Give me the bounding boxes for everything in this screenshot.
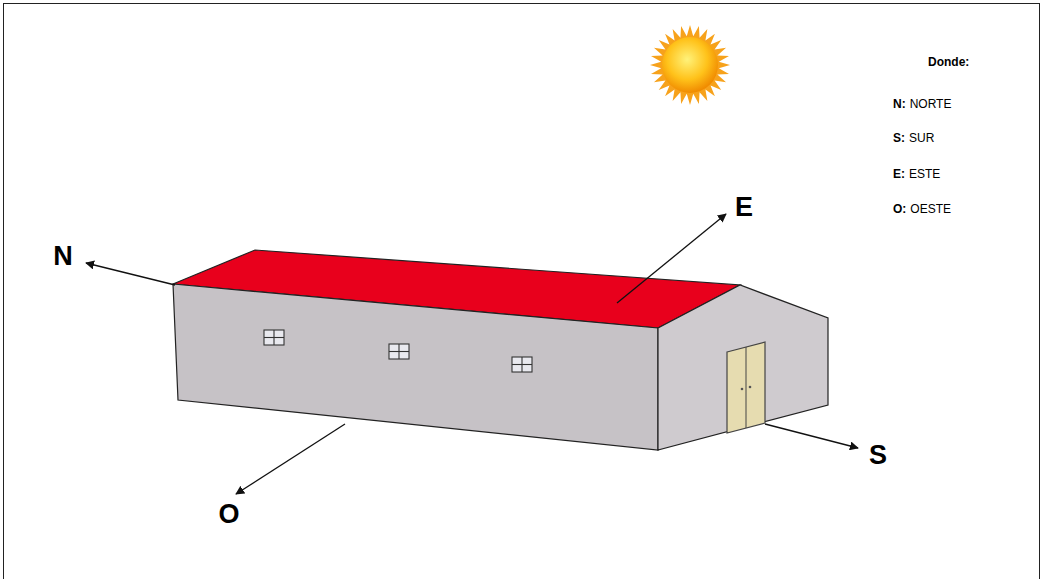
compass-arrows <box>86 214 858 494</box>
legend-heading: Donde: <box>928 56 969 68</box>
compass-letter: N <box>53 243 73 270</box>
legend-value: OESTE <box>910 203 951 215</box>
legend-value: NORTE <box>910 98 952 110</box>
west-wall <box>173 284 658 450</box>
legend-key: O: <box>893 203 906 215</box>
compass-letter: E <box>735 194 753 221</box>
legend-value: ESTE <box>909 168 940 180</box>
legend-key: E: <box>893 168 905 180</box>
south-wall <box>658 285 828 450</box>
sun <box>650 25 730 105</box>
sun-rays <box>650 25 730 105</box>
legend-key: S: <box>893 132 905 144</box>
windows <box>264 330 532 372</box>
legend-value: SUR <box>909 132 934 144</box>
compass-letter: O <box>218 501 239 528</box>
legend-key: N: <box>893 98 906 110</box>
door <box>727 342 765 433</box>
sun-disc <box>662 37 718 93</box>
compass-letter: S <box>869 442 887 469</box>
frame <box>4 4 1040 579</box>
